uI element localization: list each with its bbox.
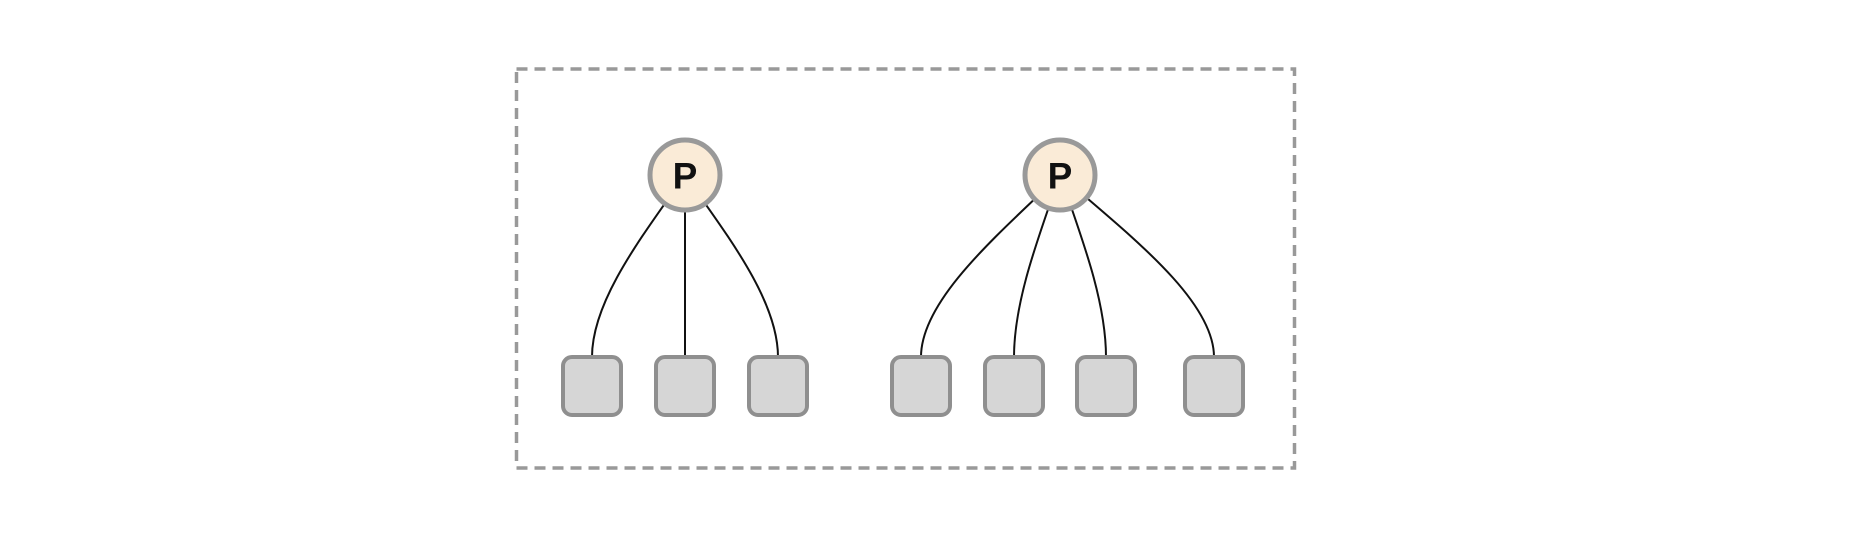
dashed-container-border bbox=[514, 67, 1297, 470]
left-process-tree: P bbox=[561, 137, 809, 417]
child-node-box bbox=[561, 355, 623, 417]
parent-node-label: P bbox=[1048, 156, 1073, 197]
child-node-box bbox=[654, 355, 716, 417]
parent-node-circle bbox=[1022, 137, 1098, 213]
child-node-box bbox=[747, 355, 809, 417]
child-node-box bbox=[1075, 355, 1137, 417]
parent-node-circle bbox=[647, 137, 723, 213]
child-node-box bbox=[983, 355, 1045, 417]
right-process-tree: P bbox=[890, 137, 1245, 417]
parent-node-label: P bbox=[673, 156, 698, 197]
child-node-box bbox=[890, 355, 952, 417]
child-node-box bbox=[1183, 355, 1245, 417]
